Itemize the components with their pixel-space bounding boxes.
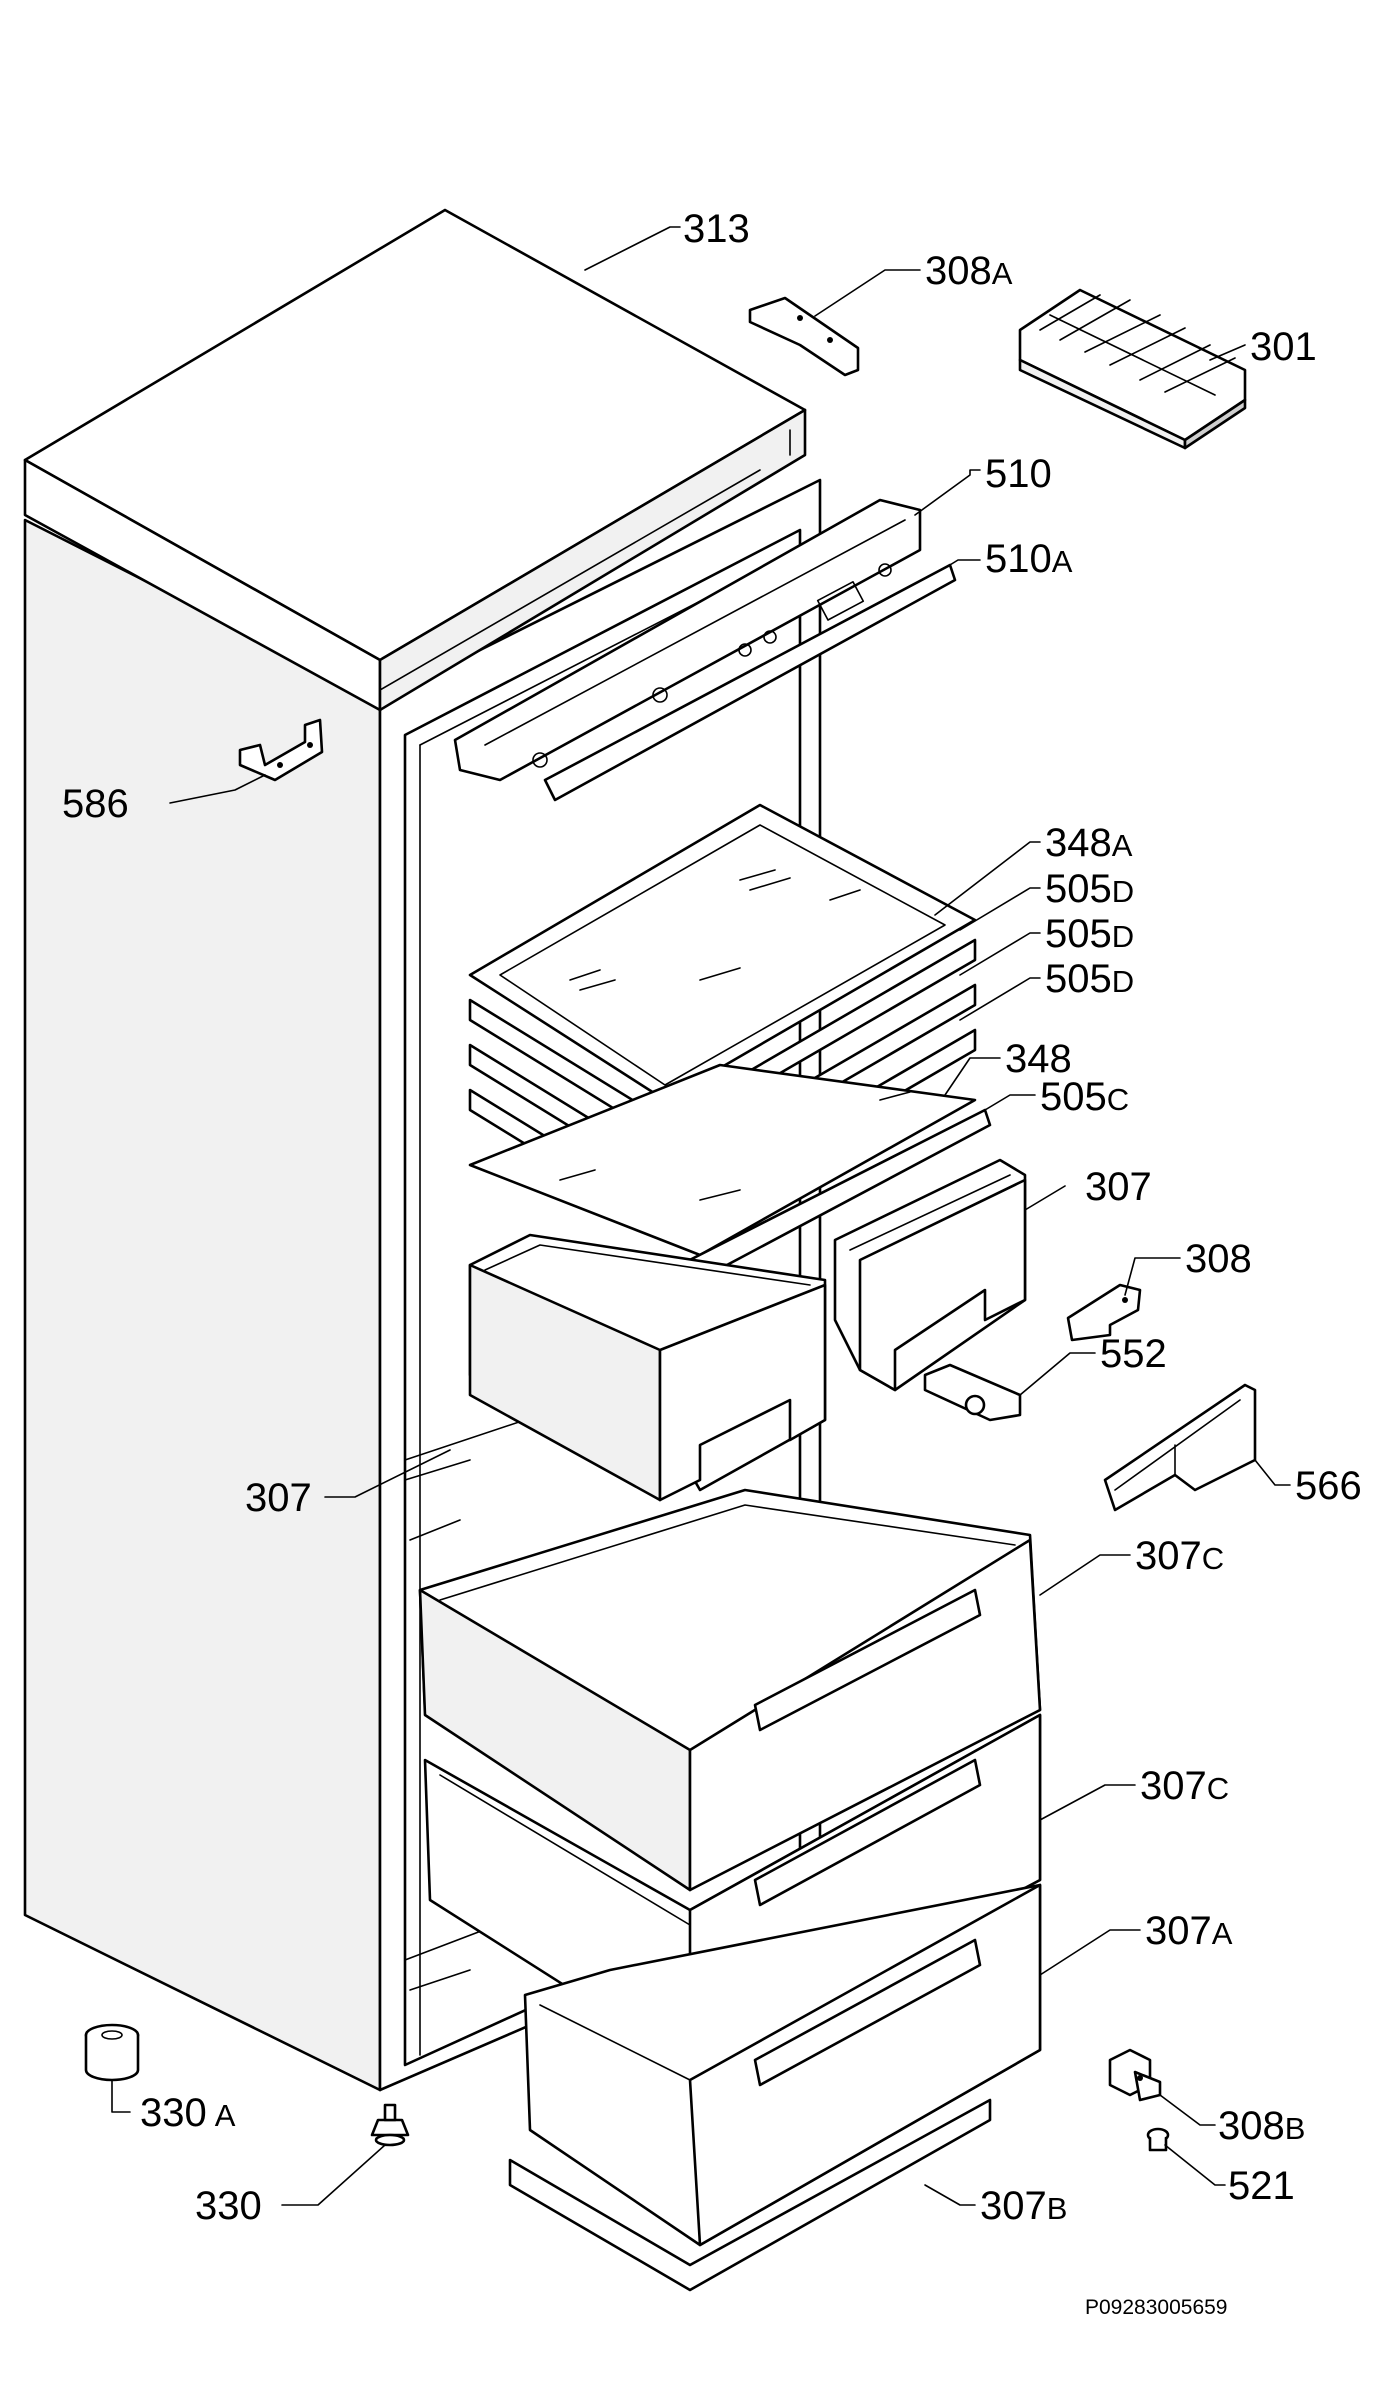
label-510a: 510A bbox=[985, 537, 1073, 581]
crisper-drawer-left bbox=[468, 1233, 827, 1502]
label-307-left: 307 bbox=[245, 1476, 312, 1520]
freezer-drawer-307c-1 bbox=[418, 1488, 1042, 1892]
hinge-top bbox=[748, 296, 860, 377]
ice-cube-tray bbox=[1018, 288, 1247, 450]
label-307c-2: 307C bbox=[1140, 1764, 1229, 1808]
label-308a: 308A bbox=[925, 249, 1013, 293]
runner-rail bbox=[923, 1363, 1022, 1422]
label-307a: 307A bbox=[1145, 1909, 1233, 1953]
foot-330a bbox=[84, 2023, 140, 2082]
label-521: 521 bbox=[1228, 2164, 1295, 2208]
control-panel bbox=[453, 498, 922, 782]
label-505d-2: 505D bbox=[1045, 912, 1134, 956]
hinge-middle bbox=[1066, 1283, 1142, 1342]
label-307c-1: 307C bbox=[1135, 1534, 1224, 1578]
label-348: 348 bbox=[1005, 1037, 1072, 1081]
freezer-drawer-307a bbox=[523, 1883, 1042, 2247]
part-labels: 313 308A 301 510 510A 586 348A 505D 505D… bbox=[62, 207, 1362, 2228]
label-308b: 308B bbox=[1218, 2104, 1305, 2148]
label-330: 330 bbox=[195, 2184, 262, 2228]
leader-lines bbox=[111, 226, 1291, 2206]
label-308: 308 bbox=[1185, 1237, 1252, 1281]
label-552: 552 bbox=[1100, 1332, 1167, 1376]
label-566: 566 bbox=[1295, 1464, 1362, 1508]
glass-shelf-348 bbox=[468, 1063, 977, 1257]
control-panel-trim bbox=[543, 563, 957, 802]
crisper-drawer-right bbox=[833, 1158, 1027, 1392]
label-301: 301 bbox=[1250, 325, 1317, 369]
drawing-code: P09283005659 bbox=[1085, 2296, 1227, 2319]
label-313: 313 bbox=[683, 207, 750, 251]
label-586: 586 bbox=[62, 782, 129, 826]
top-cover bbox=[23, 208, 807, 712]
hinge-bracket-side bbox=[238, 718, 324, 782]
label-348a: 348A bbox=[1045, 821, 1133, 865]
label-510: 510 bbox=[985, 452, 1052, 496]
foot-330 bbox=[370, 2103, 410, 2147]
label-307b: 307B bbox=[980, 2184, 1067, 2228]
label-307-right: 307 bbox=[1085, 1165, 1152, 1209]
label-505d-3: 505D bbox=[1045, 957, 1134, 1001]
freezer-flap bbox=[508, 2098, 992, 2292]
hinge-pin bbox=[1146, 2127, 1170, 2152]
glass-shelf-348a bbox=[468, 803, 977, 1102]
hinge-bottom bbox=[1108, 2048, 1162, 2102]
label-505c: 505C bbox=[1040, 1075, 1129, 1119]
label-505d-1: 505D bbox=[1045, 867, 1134, 911]
door-handle-566 bbox=[1103, 1383, 1257, 1512]
